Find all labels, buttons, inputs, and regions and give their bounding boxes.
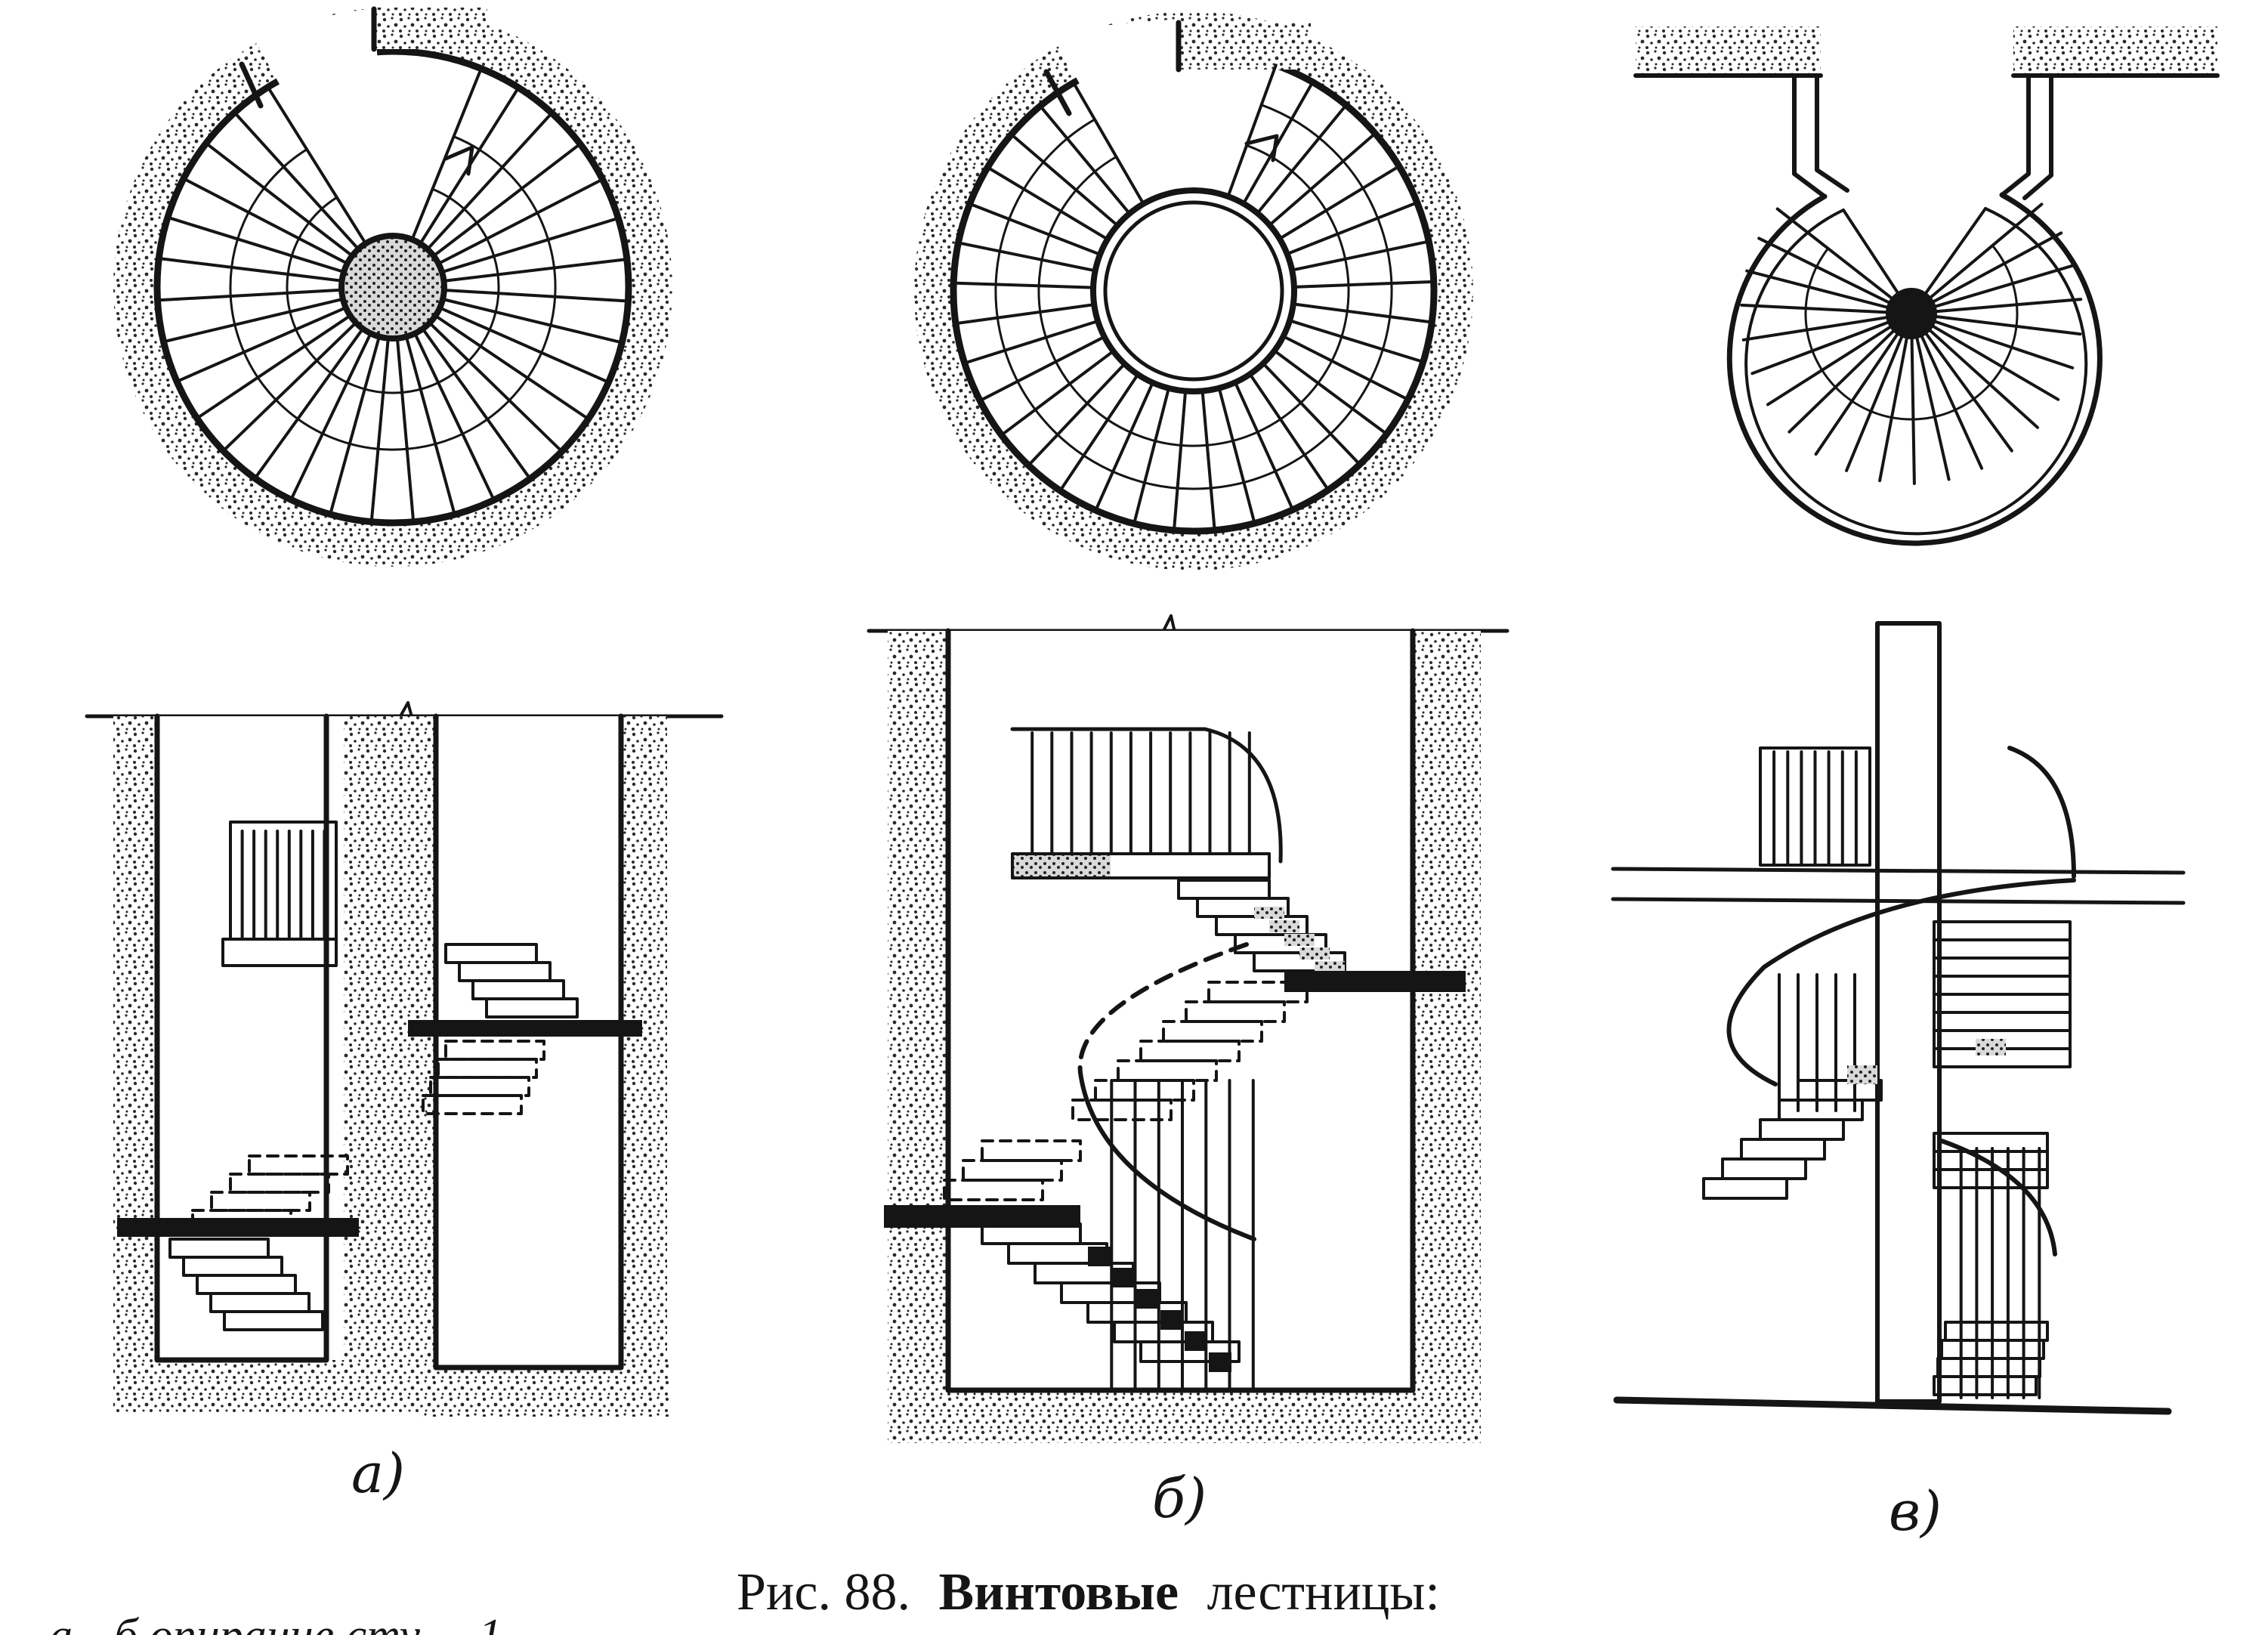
balustrade-c: [1759, 746, 1871, 867]
floor-slab-a-upper: [408, 1020, 642, 1037]
cut-off-text-line: а—б опирание сту ... 1: [49, 1610, 502, 1635]
open-well-b: [1090, 187, 1297, 394]
wall-a-right: [623, 716, 667, 1381]
floor-slab-b-lower: [884, 1205, 1080, 1228]
panel-label-a: а): [351, 1442, 405, 1505]
direction-arrow-a: [443, 145, 474, 176]
ground-line-c: [1613, 1396, 2172, 1415]
balustrade-a: [221, 821, 338, 967]
newel-a: [338, 233, 447, 342]
handrail-b: [1077, 942, 1249, 1075]
direction-arrow-b: [1244, 134, 1279, 162]
landing-slab-c-section: [1611, 867, 2186, 905]
landing-slab-c-left: [1636, 26, 1821, 76]
caption-rest: лестницы:: [1207, 1563, 1440, 1621]
landing-slab-b: [1179, 23, 1311, 70]
wall-a-middle: [344, 716, 436, 1381]
wall-b-right: [1413, 631, 1481, 1439]
panel-b-plan: [914, 11, 1473, 570]
wall-a-left: [113, 716, 157, 1381]
panel-a-section: [85, 701, 724, 1417]
balustrade-b: [1010, 727, 1283, 879]
treads-c: [1726, 192, 2103, 546]
central-column-c: [1875, 621, 1942, 1404]
entry-gap-a: [249, 8, 393, 287]
treads-a: [156, 66, 630, 524]
handrail-c-upper: [1726, 878, 2076, 1086]
panel-a-plan: [113, 6, 672, 567]
treads-b: [952, 63, 1435, 532]
wall-b-left: [888, 631, 948, 1439]
caption-bold: Винтовые: [938, 1563, 1179, 1621]
figure-caption: Рис. 88. Винтовые лестницы:: [737, 1563, 1440, 1621]
panel-c-plan: [1633, 26, 2220, 546]
landing-slab-c-right: [2013, 26, 2217, 76]
stringer-c-left: [1792, 73, 1849, 199]
landing-slab-a: [374, 8, 487, 49]
stringer-c-right: [2000, 73, 2053, 200]
newel-c: [1886, 288, 1937, 339]
floor-slab-b-upper: [1284, 971, 1466, 992]
handrail-c-lower: [1939, 1139, 2057, 1256]
panel-label-b: б): [1152, 1467, 1207, 1530]
panel-c-section: [1611, 621, 2186, 1415]
caption-prefix: Рис. 88.: [737, 1563, 910, 1621]
panel-b-section: [867, 614, 1509, 1443]
panel-label-c: в): [1889, 1479, 1942, 1543]
floor-slab-a-lower: [117, 1218, 359, 1237]
